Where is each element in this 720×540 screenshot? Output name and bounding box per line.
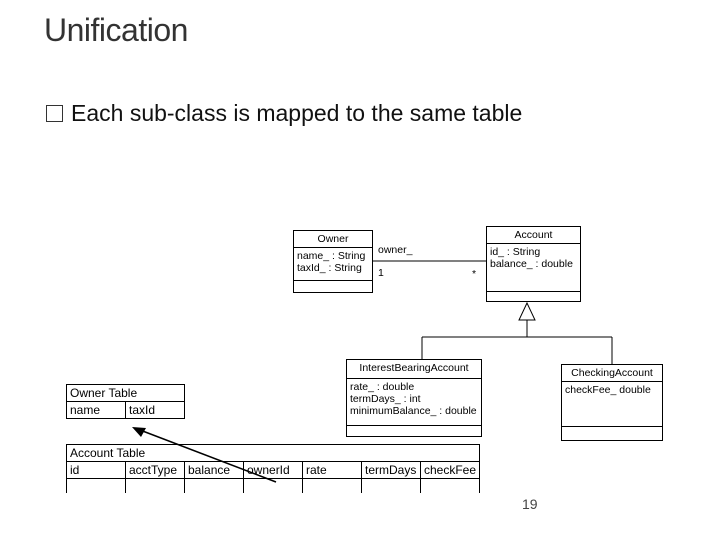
table-column-header: acctType: [125, 461, 185, 479]
uml-operations: [347, 425, 481, 444]
uml-attributes: name_ : String taxId_ : String: [294, 247, 372, 280]
uml-attribute: minimumBalance_ : double: [350, 405, 477, 417]
table-cell: [125, 478, 185, 493]
uml-attribute: rate_ : double: [350, 381, 415, 393]
table-column-header: id: [66, 461, 126, 479]
owner-table: Owner Table name taxId: [66, 384, 185, 419]
table-title: Account Table: [65, 444, 481, 462]
table-column-header: taxId: [125, 401, 185, 419]
uml-attributes: rate_ : double termDays_ : int minimumBa…: [347, 378, 481, 425]
table-title: Owner Table: [66, 384, 185, 402]
table-column-header: ownerId: [243, 461, 303, 479]
uml-operations: [294, 280, 372, 298]
uml-class-interest-bearing-account: InterestBearingAccount rate_ : double te…: [346, 359, 482, 437]
uml-class-name: Owner: [317, 233, 349, 245]
uml-attribute: id_ : String: [490, 246, 541, 258]
account-table: Account Table id acctType balance ownerI…: [65, 444, 481, 493]
uml-attributes: checkFee_ double: [562, 381, 662, 426]
table-cell: [302, 478, 362, 493]
table-column-header: checkFee: [419, 461, 481, 479]
account-multiplicity-label: *: [472, 268, 477, 280]
table-cell: [361, 478, 421, 493]
table-column-header: termDays: [361, 461, 421, 479]
uml-operations: [487, 291, 580, 311]
uml-class-name: Account: [514, 229, 553, 241]
bullet-item: Each sub-class is mapped to the same tab…: [46, 100, 522, 127]
uml-class-name: CheckingAccount: [571, 367, 653, 379]
uml-attribute: name_ : String: [297, 250, 366, 262]
association-role-label: owner_: [378, 244, 413, 256]
table-cell: [243, 478, 303, 493]
uml-attributes: id_ : String balance_ : double: [487, 243, 580, 291]
page-number: 19: [522, 496, 538, 512]
uml-operations: [562, 426, 662, 446]
table-cell: [66, 478, 126, 493]
uml-attribute: checkFee_ double: [565, 384, 651, 396]
uml-class-name: InterestBearingAccount: [359, 362, 469, 374]
bullet-box-icon: [46, 105, 63, 122]
table-column-header: balance: [184, 461, 244, 479]
uml-attribute: balance_ : double: [490, 258, 573, 270]
bullet-text: Each sub-class is mapped to the same tab…: [71, 100, 523, 126]
uml-class-owner: Owner name_ : String taxId_ : String: [293, 230, 373, 293]
mapping-arrowhead-icon: [132, 427, 146, 437]
table-column-header: name: [66, 401, 126, 419]
slide-title: Unification: [44, 12, 188, 48]
uml-class-checking-account: CheckingAccount checkFee_ double: [561, 364, 663, 441]
owner-multiplicity-label: 1: [378, 267, 384, 279]
uml-attribute: termDays_ : int: [350, 393, 421, 405]
uml-attribute: taxId_ : String: [297, 262, 362, 274]
uml-class-account: Account id_ : String balance_ : double: [486, 226, 581, 302]
table-cell: [184, 478, 244, 493]
table-column-header: rate: [302, 461, 362, 479]
table-cell: [419, 478, 481, 493]
